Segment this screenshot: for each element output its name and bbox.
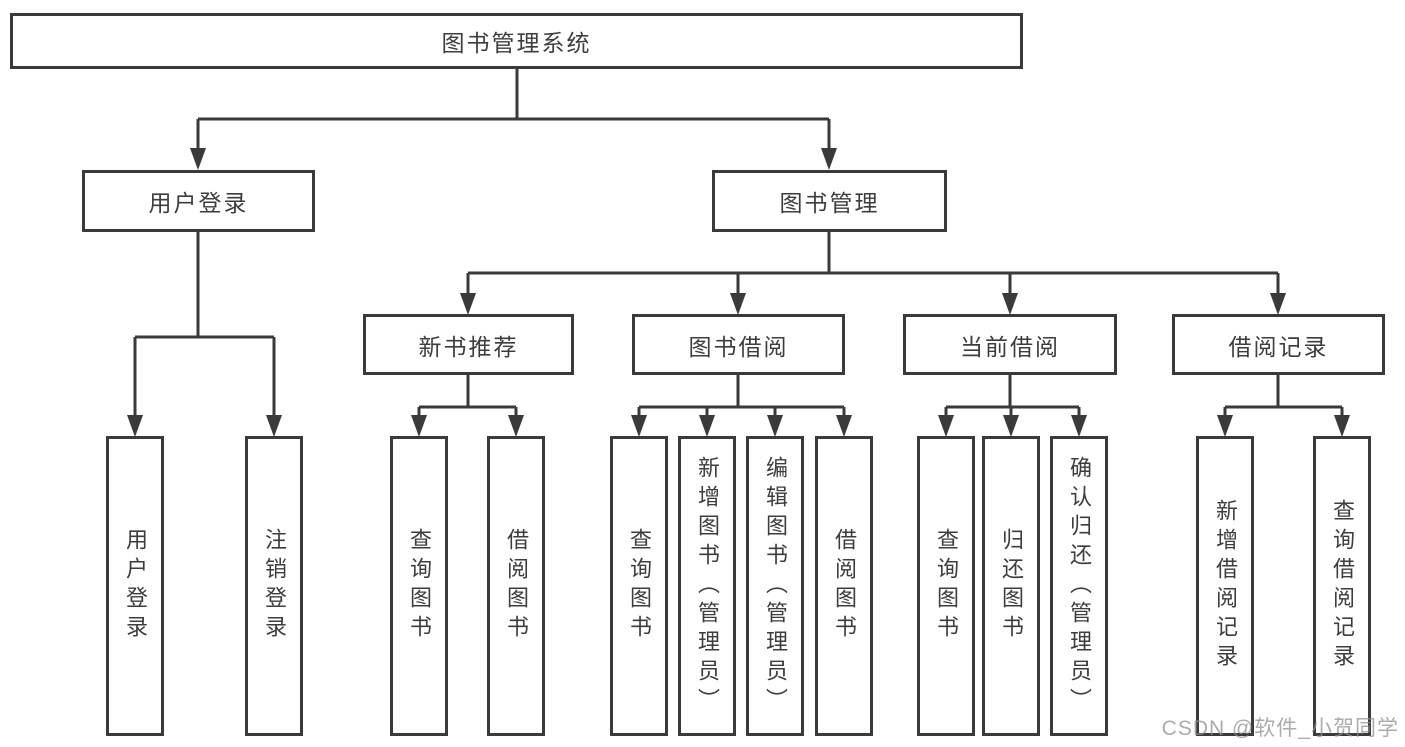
- leaf-logout: 注销登录: [245, 436, 303, 736]
- node-user-login: 用户登录: [82, 170, 315, 232]
- leaf-confirm-return-admin: 确认归还（管理员）: [1050, 436, 1108, 736]
- leaf-borrow-books: 借阅图书: [815, 436, 873, 736]
- leaf-add-book-admin: 新增图书（管理员）: [678, 436, 736, 736]
- node-library-system: 图书管理系统: [10, 13, 1023, 69]
- leaf-query-books-recommend: 查询图书: [390, 436, 448, 736]
- leaf-query-books-borrowing: 查询图书: [610, 436, 668, 736]
- node-borrow-records: 借阅记录: [1172, 314, 1385, 375]
- leaf-borrow-books-recommend: 借阅图书: [487, 436, 545, 736]
- leaf-edit-book-admin: 编辑图书（管理员）: [746, 436, 804, 736]
- node-book-borrowing: 图书借阅: [632, 314, 845, 375]
- node-new-book-recommendation: 新书推荐: [363, 314, 574, 375]
- leaf-user-login: 用户登录: [106, 436, 164, 736]
- node-book-management: 图书管理: [712, 170, 947, 232]
- leaf-return-books: 归还图书: [982, 436, 1040, 736]
- leaf-query-borrow-record: 查询借阅记录: [1313, 436, 1371, 736]
- leaf-query-books-current: 查询图书: [917, 436, 975, 736]
- node-current-borrowing: 当前借阅: [903, 314, 1117, 375]
- leaf-add-borrow-record: 新增借阅记录: [1196, 436, 1254, 736]
